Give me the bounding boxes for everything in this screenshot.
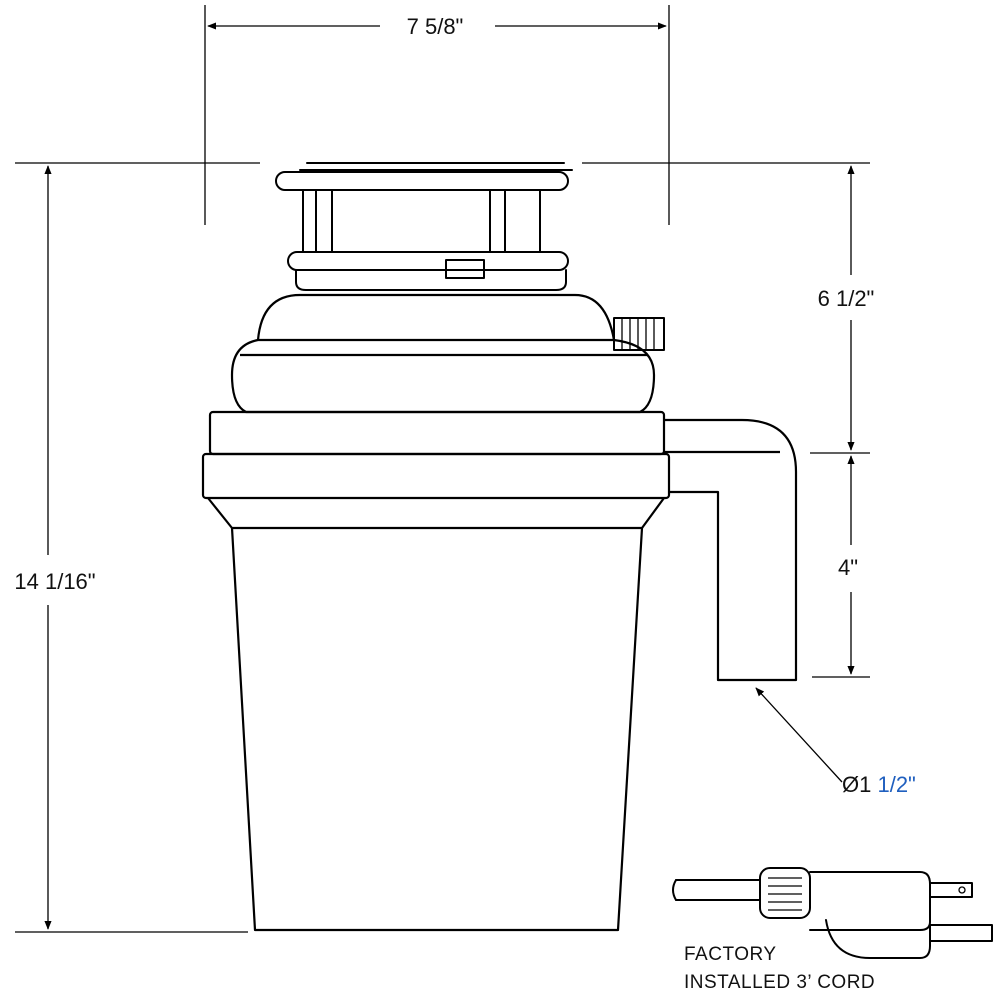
width-dimension: 7 5/8" xyxy=(204,5,670,225)
power-cord xyxy=(672,867,993,959)
flange-ring-top xyxy=(275,171,569,191)
overall-height-label: 14 1/16" xyxy=(14,569,95,594)
cord-note-line2: INSTALLED 3’ CORD xyxy=(684,972,875,993)
upper-height-label: 6 1/2" xyxy=(818,286,875,311)
disposer-unit xyxy=(201,162,798,932)
sink-flange xyxy=(275,162,573,291)
band-taper xyxy=(207,497,665,530)
diameter-prefix: Ø1 xyxy=(842,772,877,797)
outlet-drop-label: 4" xyxy=(838,555,858,580)
outlet-drop-dimension: 4" xyxy=(812,455,870,678)
dishwasher-inlet xyxy=(613,317,665,351)
upper-height-dimension: 6 1/2" xyxy=(582,162,875,454)
strain-relief xyxy=(759,867,811,919)
upper-dome xyxy=(256,293,616,341)
cord-note-line1: FACTORY xyxy=(684,944,777,965)
plug-prong-top xyxy=(929,882,973,898)
upper-housing xyxy=(230,293,665,414)
cord-note: FACTORY INSTALLED 3’ CORD xyxy=(684,944,875,993)
cord-end xyxy=(672,879,677,901)
width-label: 7 5/8" xyxy=(407,14,464,39)
mount-lug xyxy=(445,259,485,279)
diameter-leader xyxy=(755,687,843,783)
band-lower xyxy=(201,452,671,500)
overall-height-dimension: 14 1/16" xyxy=(14,162,260,933)
elbow-outer xyxy=(664,418,798,682)
outlet-diameter-label: Ø1 1/2" xyxy=(842,772,916,797)
motor-shoulder xyxy=(230,338,656,414)
housing-bands xyxy=(201,410,671,530)
mount-ring xyxy=(287,251,569,271)
plug-prong-bottom xyxy=(929,924,993,942)
plug-ground-housing xyxy=(825,919,931,959)
grinding-chamber xyxy=(230,527,644,932)
discharge-elbow xyxy=(664,418,798,682)
outlet-diameter-callout: Ø1 1/2" xyxy=(755,687,916,797)
plug-body xyxy=(809,871,931,931)
diameter-value: 1/2" xyxy=(877,772,915,797)
band-upper xyxy=(208,410,666,456)
mount-base xyxy=(295,269,567,291)
